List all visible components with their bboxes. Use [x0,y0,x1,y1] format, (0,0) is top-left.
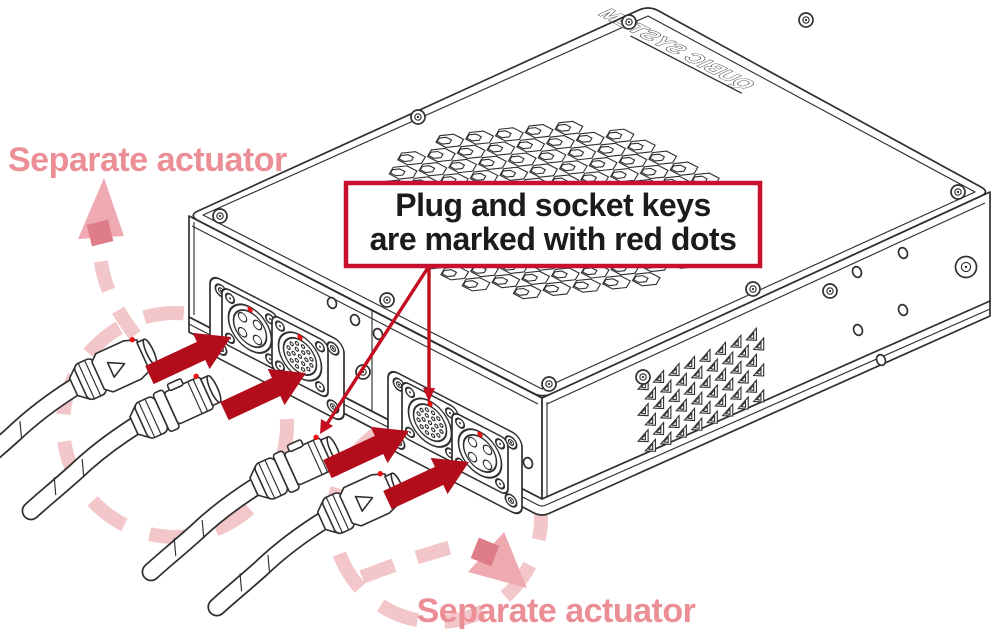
insert-arrow-1-icon [145,332,231,385]
callout: Plug and socket keys are marked with red… [343,180,763,269]
callout-pointers [320,265,435,434]
curved-arrow-down-overlap [470,537,500,567]
power-socket-right [451,412,509,495]
insert-arrow-3-icon [323,426,409,479]
curved-arrow-up-overlap [86,219,114,247]
socket-key-red-dot [477,431,483,438]
box-top-rim [202,15,976,390]
signal-socket-right [401,382,459,464]
callout-pointer-plug-icon [320,419,333,434]
connector-panel-left [209,276,345,421]
connector-panel-right [387,370,523,515]
callout-line-2: are marked with red dots [370,221,737,257]
plug-signal-bottom [127,427,352,572]
callout-line-1: Plug and socket keys [395,187,710,223]
curved-arrow-down-tail [359,539,457,584]
triangle-vent-field [638,325,764,459]
curved-arrow-down-icon [468,532,527,588]
insert-arrow-4-icon [383,457,469,510]
socket-key-red-dot [297,334,303,341]
insert-arrow-2-icon [220,368,306,421]
socket-key-red-dot [247,306,253,313]
curved-arrow-up-icon [78,178,124,239]
callout-pointer-socket-icon [423,388,435,402]
socket-key-red-dot [427,400,433,407]
callout-frame [343,180,763,269]
plug-power-bottom [194,465,416,607]
box-base-rail [188,300,991,516]
label-separate-actuator-top: Separate actuator [8,141,287,179]
label-separate-actuator-bottom: Separate actuator [417,592,696,630]
insertion-arrows [145,332,469,510]
box-fasteners [212,12,978,495]
curved-arrow-up-tail [92,211,141,340]
power-socket-left [221,287,279,370]
